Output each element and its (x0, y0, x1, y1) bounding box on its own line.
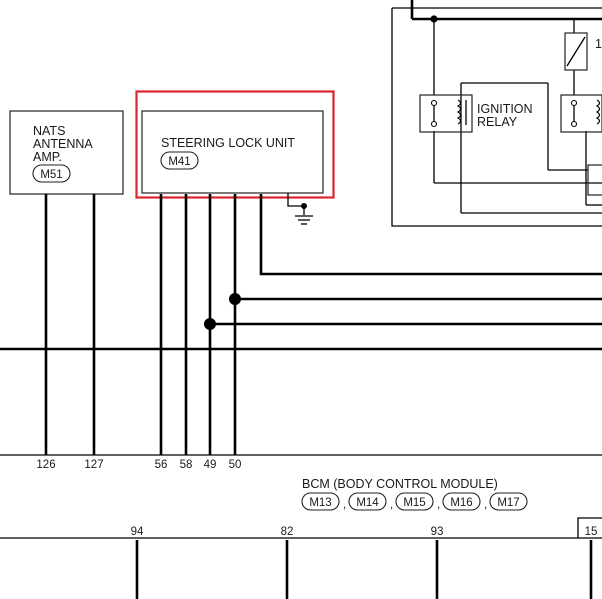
relay-block (391, 0, 602, 227)
bcm-connector-m15-pill (395, 492, 434, 511)
pin-label-56: 56 (155, 459, 168, 471)
bcm-connector-m14-pill (348, 492, 387, 511)
bcm-connector-m16-pill (442, 492, 481, 511)
nats-label-1: NATS (33, 124, 65, 138)
pin-label-82: 82 (281, 526, 294, 538)
pin-label-50: 50 (229, 459, 242, 471)
nats-antenna-amp-box (9, 110, 124, 195)
ground-symbol (287, 193, 313, 225)
relay-side-label: 1 (595, 37, 602, 51)
nats-label-3: AMP. (33, 150, 62, 164)
ignition-relay-symbol (419, 94, 473, 133)
pin-label-49: 49 (204, 459, 217, 471)
relay-block-edge-box (587, 164, 602, 196)
ignition-relay-label-2: RELAY (477, 115, 518, 129)
bcm-separator-1: , (343, 499, 346, 511)
ignition-relay-label-1: IGNITION (477, 102, 533, 116)
nats-label-2: ANTENNA (33, 137, 93, 151)
pin-label-93: 93 (431, 526, 444, 538)
bcm-connector-m17: M17 (497, 497, 519, 509)
bcm-connector-m17-pill (489, 492, 528, 511)
bcm-connector-m14: M14 (356, 497, 379, 509)
steering-lock-connector-label: M41 (168, 156, 190, 168)
bcm-separator-4: , (484, 499, 487, 511)
pin-label-58: 58 (180, 459, 193, 471)
steering-lock-unit-box (141, 110, 324, 194)
pin-label-127: 127 (84, 459, 103, 471)
bcm-connector-m13: M13 (309, 497, 331, 509)
bcm-separator-3: , (437, 499, 440, 511)
fuse-symbol (564, 32, 588, 71)
pin-label-126: 126 (36, 459, 55, 471)
bcm-connector-m16: M16 (450, 497, 472, 509)
bcm-connector-m15: M15 (403, 497, 425, 509)
pin-label-15: 15 (585, 526, 598, 538)
second-relay-symbol (560, 94, 602, 133)
pin-label-94: 94 (131, 526, 144, 538)
bcm-separator-2: , (390, 499, 393, 511)
nats-connector-pill (32, 164, 71, 183)
steering-lock-connector-pill (160, 151, 199, 170)
wires (0, 194, 602, 455)
steering-lock-title: STEERING LOCK UNIT (161, 136, 295, 150)
nats-connector-label: M51 (40, 169, 62, 181)
bcm-title: BCM (BODY CONTROL MODULE) (302, 477, 498, 491)
bcm-connector-m13-pill (301, 492, 340, 511)
bcm-right-step (577, 517, 602, 538)
bottom-wires (135, 540, 593, 599)
